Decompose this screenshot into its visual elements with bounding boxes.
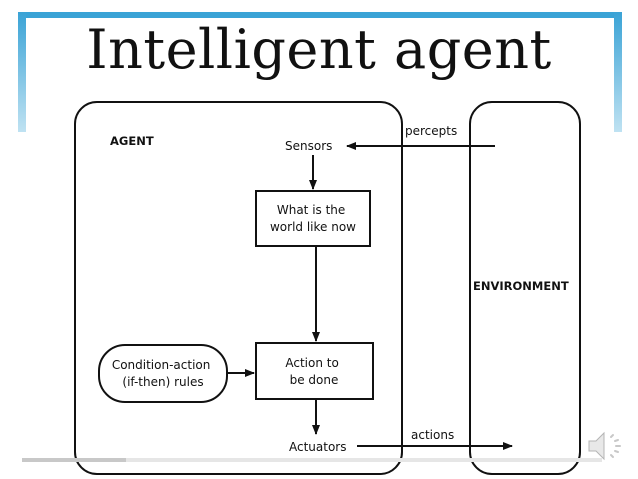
world-state-text: What is the world like now: [270, 203, 356, 234]
environment-label: ENVIRONMENT: [473, 279, 569, 293]
percepts-label: percepts: [405, 124, 457, 138]
action-box: [255, 342, 374, 400]
slide-title: Intelligent agent: [86, 18, 552, 81]
action-line-2: be done: [290, 373, 339, 387]
speaker-icon[interactable]: [586, 428, 626, 464]
action-line-1: Action to: [285, 356, 338, 370]
slide-accent-bar-top: [18, 12, 622, 18]
action-text: Action to be done: [285, 356, 342, 387]
actuators-label: Actuators: [289, 440, 347, 454]
slide-accent-bar-right: [614, 12, 622, 132]
rules-line-2: (if-then) rules: [122, 375, 203, 389]
slide-progress-track[interactable]: [22, 458, 602, 462]
slide-progress-fill: [22, 458, 127, 462]
sensors-label: Sensors: [285, 139, 332, 153]
rules-text: Condition-action (if-then) rules: [112, 358, 214, 389]
world-state-line-1: What is the: [277, 203, 345, 217]
actions-label: actions: [411, 428, 454, 442]
rules-line-1: Condition-action: [112, 358, 211, 372]
agent-box: [74, 101, 403, 475]
world-state-box: [255, 190, 371, 247]
rules-box: [98, 344, 228, 403]
world-state-line-2: world like now: [270, 220, 356, 234]
environment-box: [469, 101, 581, 475]
agent-label: AGENT: [110, 134, 154, 148]
slide-accent-bar-left: [18, 12, 26, 132]
